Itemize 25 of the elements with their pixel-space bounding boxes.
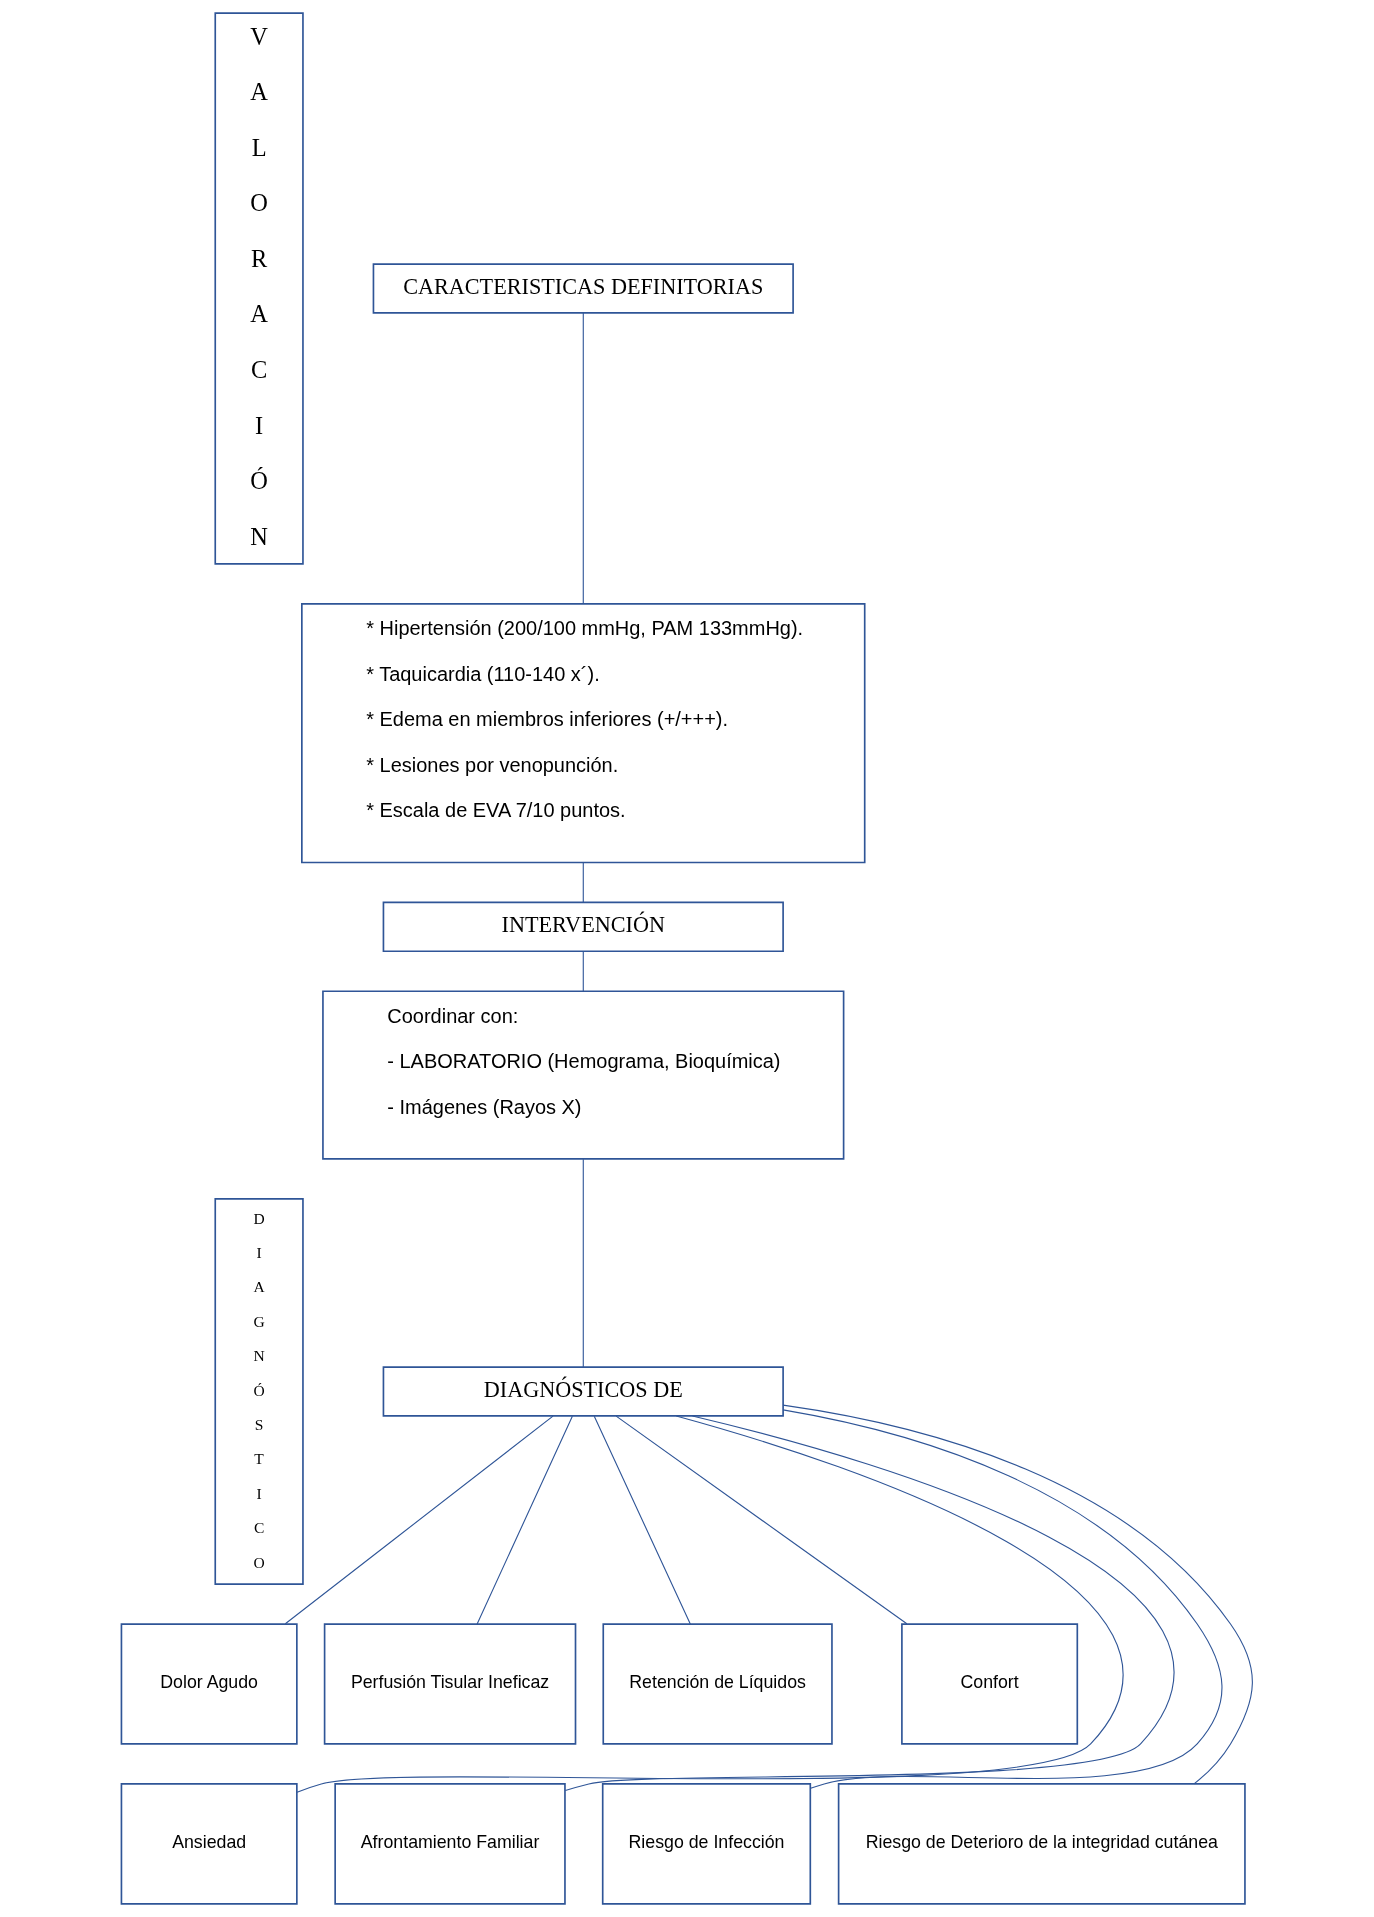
node-box: CARACTERISTICAS DEFINITORIAS [372, 263, 794, 314]
node-box: V A L O R A C I Ó N [214, 12, 304, 565]
connector [284, 1415, 554, 1625]
node-box: Coordinar con: - LABORATORIO (Hemograma, Bioquímica) - Imágenes (Rayos X) [322, 990, 845, 1160]
node-box: D I A G N Ó S T I C O [214, 1198, 304, 1585]
node-box: Ansiedad [120, 1783, 298, 1905]
connector [476, 1415, 573, 1625]
node-box: Retención de Líquidos [602, 1623, 833, 1745]
connector [593, 1415, 691, 1625]
node-box: DIAGNÓSTICOS DE [382, 1366, 784, 1417]
node-box: Dolor Agudo [120, 1623, 298, 1745]
connector [582, 861, 584, 903]
node-box: * Hipertensión (200/100 mmHg, PAM 133mmHg). * Taquicardia (110-140 x´). * Edema en miembros inferiores (+/+++). * Lesiones por venopunción. * Escala de EVA 7/10 puntos. [301, 602, 866, 864]
node-box: INTERVENCIÓN [382, 901, 784, 953]
node-box: Confort [901, 1623, 1079, 1745]
connector [582, 312, 584, 605]
connector [582, 1158, 584, 1368]
connector [296, 1415, 1124, 1793]
connector [564, 1415, 1175, 1792]
node-box: Afrontamiento Familiar [334, 1783, 566, 1905]
connector [615, 1415, 908, 1625]
node-box: Riesgo de Deterioro de la integridad cutánea [837, 1783, 1246, 1905]
node-box: Riesgo de Infección [601, 1783, 812, 1905]
connector [582, 950, 584, 992]
node-box: Perfusión Tisular Ineficaz [323, 1623, 577, 1745]
